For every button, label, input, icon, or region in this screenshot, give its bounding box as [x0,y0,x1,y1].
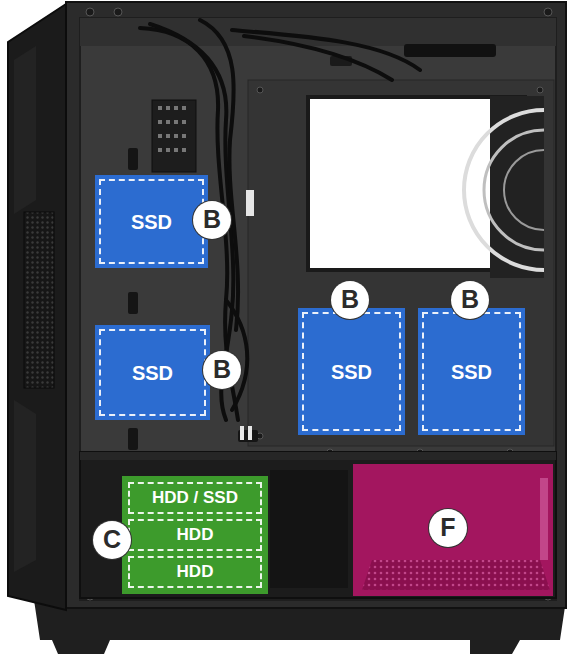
callout-letter: C [93,521,131,559]
psu-edge [540,478,548,560]
tray-plate [248,80,554,446]
mount-label: SSD [451,361,492,383]
fan [464,96,544,278]
front-bevel [14,46,36,214]
mount-label: C [103,526,121,554]
callout-letter: B [203,351,241,389]
mount-label: HDD [177,563,214,582]
psu-shroud [80,452,556,598]
ssd-mount: SSD [95,175,208,268]
mount-label: HDD / SSD [152,489,238,508]
ssd-mount: SSD [298,308,405,435]
mount-label: SSD [331,361,372,383]
psu-vent [362,560,550,590]
cable-plugs [240,190,254,440]
front-bevel [14,400,36,572]
front-panel [8,4,66,610]
mount-label: SSD [132,362,173,384]
drive-cage-gap [270,470,348,588]
drive-bay: HDD [127,555,263,589]
screws [86,8,552,600]
ssd-mount: SSD [418,308,525,435]
back-panel [80,18,556,600]
psu-area [353,464,553,596]
mount-label: F [440,514,455,542]
top-rail [80,18,556,46]
front-mesh [24,212,54,388]
hdd-cage [122,476,268,594]
chassis [66,2,566,608]
mount-label: B [213,356,231,384]
callout-letter: B [331,281,369,319]
drive-bay: HDD [127,518,263,552]
callout-letter: F [429,509,467,547]
shroud-edge [80,452,556,460]
top-slot [404,44,496,57]
mount-label: B [461,286,479,314]
mount-label: B [341,286,359,314]
drive-bay: HDD / SSD [127,481,263,515]
ssd-mount: SSD [95,325,210,420]
callout-letter: B [193,201,231,239]
mount-label: B [203,206,221,234]
mount-label: HDD [177,526,214,545]
callout-letter: B [451,281,489,319]
header-board [152,100,196,172]
mount-label: SSD [131,211,172,233]
